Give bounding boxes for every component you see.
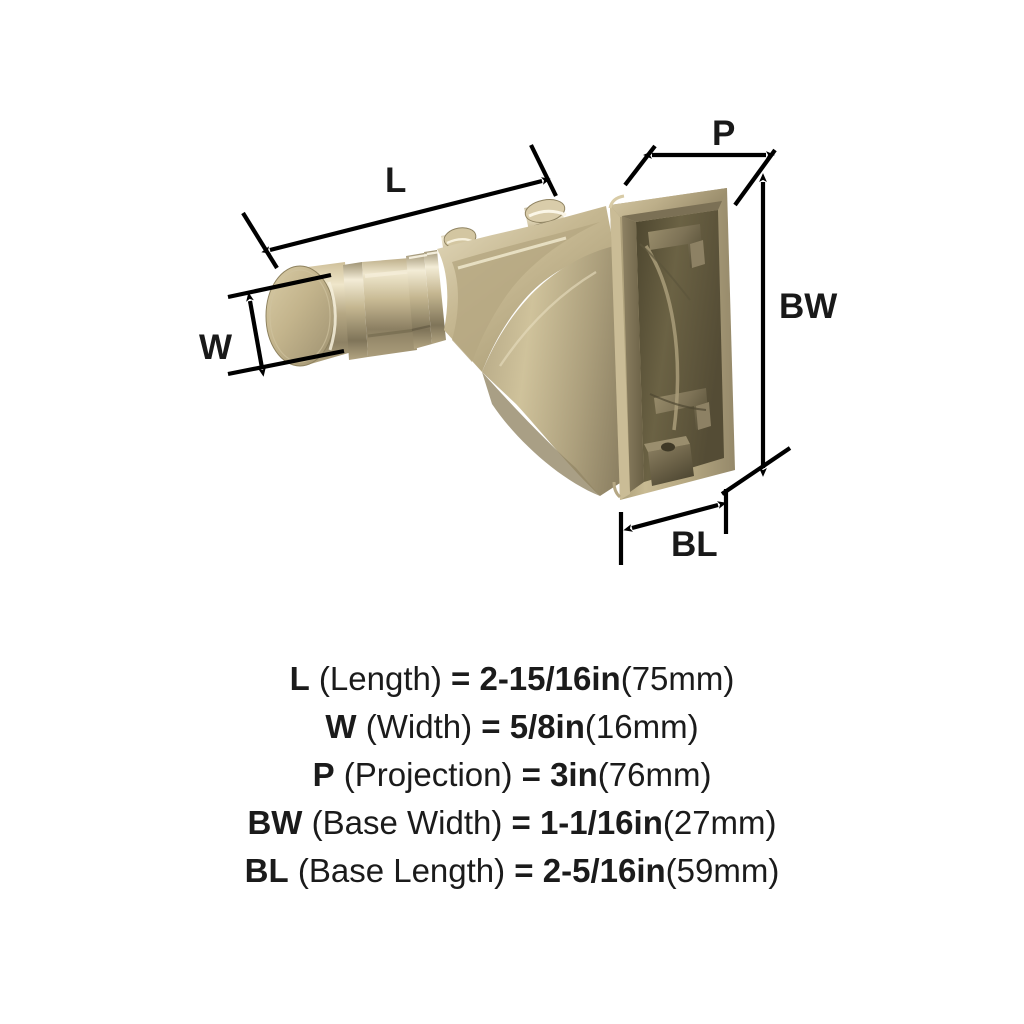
legend-metric: (16mm) [584,708,699,745]
shaft [362,258,417,357]
legend-description: (Length) [309,660,442,697]
legend-value: 5/8in [509,708,585,745]
legend-row-base-width: BW (Base Width) = 1-1/16in(27mm) [0,799,1024,847]
legend-description: (Base Length) [288,852,506,889]
dimension-label-width: W [199,328,233,367]
collar-rings [406,250,446,349]
legend-row-width: W (Width) = 5/8in(16mm) [0,703,1024,751]
legend-metric: (75mm) [620,660,735,697]
legend-metric: (59mm) [665,852,780,889]
legend-metric: (76mm) [597,756,712,793]
product-illustration [227,144,792,565]
dimension-L [241,144,558,270]
product-diagram: L W P BW BL [199,114,838,565]
legend-value: 2-5/16in [542,852,666,889]
hook-bracket-render [265,188,735,500]
dimension-BL [618,489,729,565]
dimension-label-base-width: BW [779,287,838,326]
legend-equals: = [472,708,510,745]
legend-description: (Base Width) [302,804,503,841]
legend-metric: (27mm) [662,804,777,841]
legend-value: 1-1/16in [539,804,663,841]
dimension-lines [227,144,792,565]
dimension-label-length: L [385,161,407,200]
legend-value: 3in [550,756,598,793]
dimension-label-projection: P [712,114,736,153]
legend-description: (Projection) [334,756,513,793]
dimension-label-base-length: BL [671,525,718,564]
legend-symbol: L [289,660,310,697]
dimension-BW [720,173,792,496]
arm [437,206,640,496]
dimension-W [227,272,345,377]
legend-row-projection: P (Projection) = 3in(76mm) [0,751,1024,799]
legend-symbol: P [312,756,335,793]
legend-symbol: BL [244,852,289,889]
mounting-tab-upper [648,224,705,268]
legend-row-length: L (Length) = 2-15/16in(75mm) [0,655,1024,703]
base-plate [608,188,735,500]
legend-row-base-length: BL (Base Length) = 2-5/16in(59mm) [0,847,1024,895]
legend-equals: = [502,804,540,841]
dimension-P [623,144,777,207]
legend-value: 2-15/16in [479,660,621,697]
knob-end [265,262,368,367]
legend-symbol: W [325,708,357,745]
screw-boss [644,436,694,486]
legend-equals: = [505,852,543,889]
legend-symbol: BW [247,804,303,841]
dimension-legend: L (Length) = 2-15/16in(75mm) W (Width) =… [0,655,1024,895]
legend-equals: = [441,660,480,697]
legend-description: (Width) [356,708,473,745]
legend-equals: = [512,756,551,793]
